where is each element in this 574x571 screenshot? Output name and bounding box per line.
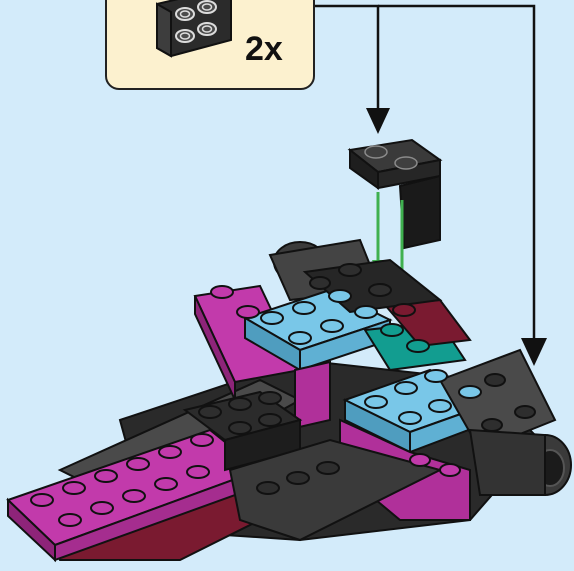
arrow-head-down-icon [521, 338, 547, 366]
black-bracket-piece [347, 138, 443, 250]
arrow-line-right [378, 4, 536, 340]
parts-callout [105, 0, 315, 90]
arrow-head-down-icon [366, 108, 390, 134]
placement-arrows [315, 4, 536, 340]
gray-lower-wing [228, 438, 443, 542]
studs [30, 263, 536, 527]
arrow-line-left [315, 4, 380, 110]
magenta-side-block [294, 360, 331, 430]
black-bracket-part-icon [156, 0, 232, 58]
front-engine [438, 348, 572, 496]
quantity-label: 2x [245, 30, 283, 68]
